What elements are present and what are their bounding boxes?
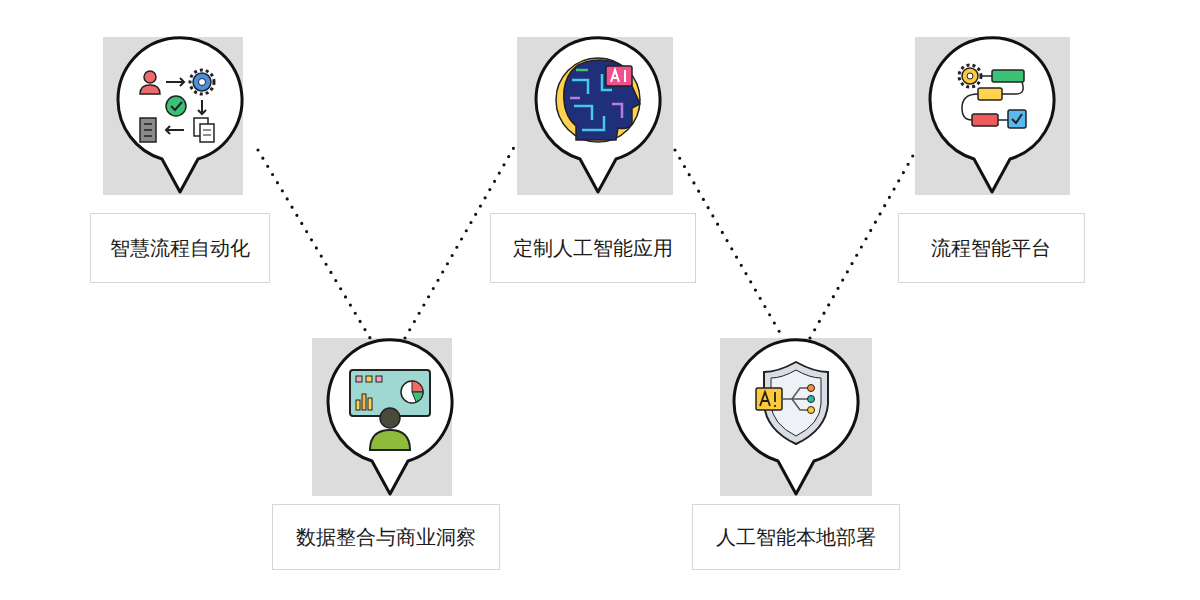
label-box: 数据整合与商业洞察 (272, 504, 500, 570)
speech-bubble (536, 38, 660, 192)
workflow-icon (959, 65, 1026, 128)
gray-panel (312, 338, 452, 496)
speech-bubble (328, 340, 452, 494)
label-box: 智慧流程自动化 (90, 213, 270, 283)
label-box: 人工智能本地部署 (692, 504, 900, 570)
automation-icon (140, 70, 214, 142)
dotted-connector (258, 150, 370, 338)
speech-bubble (930, 38, 1054, 192)
label-box: 定制人工智能应用 (490, 213, 696, 283)
analytics-icon (350, 370, 430, 450)
gray-panel (915, 37, 1070, 195)
label-text: 数据整合与商业洞察 (296, 525, 476, 549)
label-text: 智慧流程自动化 (110, 236, 250, 260)
gray-panel (103, 37, 243, 195)
speech-bubble (734, 340, 858, 494)
label-text: 定制人工智能应用 (513, 236, 673, 260)
speech-bubble (118, 38, 242, 192)
ai-brain-icon (556, 58, 640, 142)
label-text: 流程智能平台 (931, 236, 1051, 260)
label-box: 流程智能平台 (898, 213, 1085, 283)
gray-panel (517, 37, 673, 195)
label-text: 人工智能本地部署 (716, 525, 876, 549)
shield-ai-icon (756, 362, 828, 444)
gray-panel (720, 338, 872, 496)
